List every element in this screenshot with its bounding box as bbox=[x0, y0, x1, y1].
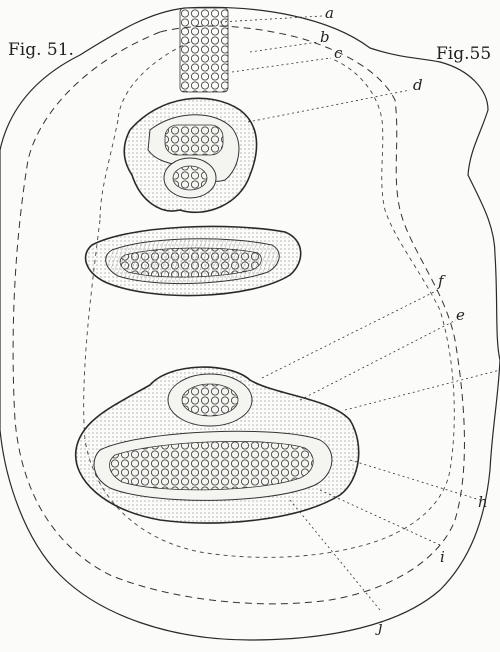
label-h: h bbox=[478, 493, 488, 511]
label-c: c bbox=[334, 44, 343, 62]
label-e: e bbox=[456, 306, 465, 324]
upper-bundle bbox=[123, 97, 258, 214]
figure-label-left: Fig. 51. bbox=[8, 40, 74, 60]
leader-lines bbox=[219, 15, 500, 611]
label-d: d bbox=[413, 76, 423, 94]
label-f: f bbox=[438, 272, 444, 290]
outer-outline bbox=[0, 6, 500, 641]
figure-label-right: Fig.55 bbox=[436, 44, 492, 64]
label-j: j bbox=[378, 618, 383, 636]
label-b: b bbox=[320, 28, 330, 46]
label-a: a bbox=[325, 4, 334, 22]
cell-column bbox=[179, 7, 229, 93]
lower-bundle bbox=[74, 366, 360, 524]
label-i: i bbox=[440, 548, 445, 566]
middle-bundle bbox=[84, 225, 302, 297]
inner-dashed-line-1 bbox=[12, 25, 465, 605]
